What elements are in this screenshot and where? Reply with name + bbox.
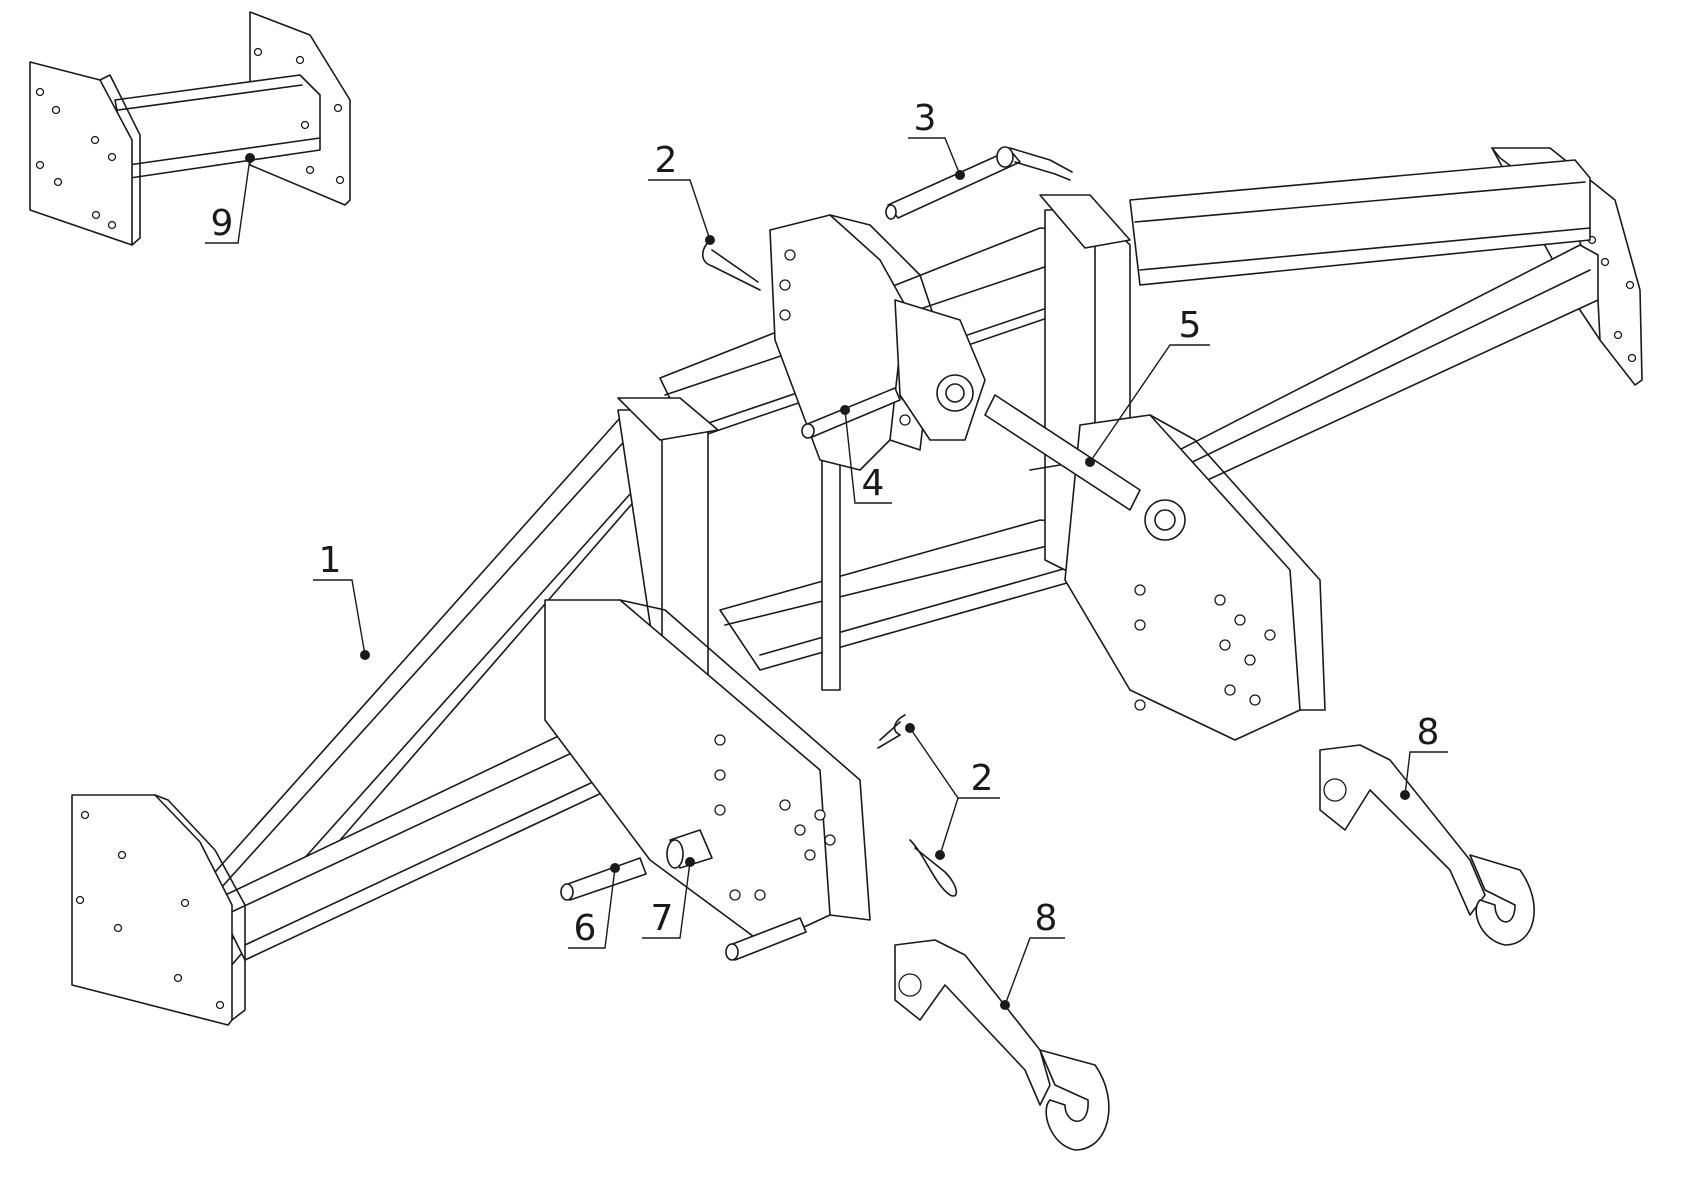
part-3-top-link-pin [886,147,1072,219]
callout-label: 8 [1035,898,1058,939]
callout-label: 2 [971,758,994,799]
part-9-crossbeam [30,12,350,245]
part-6-lower-pin [561,858,646,900]
callout-label: 6 [574,908,597,949]
callout-1: 1 [313,540,370,660]
callout-2-top: 2 [648,140,715,245]
callout-label: 7 [651,898,674,939]
part-8-hook-lower [895,940,1109,1150]
part-2-linch-pin-center [878,715,905,748]
callout-label: 2 [655,140,678,181]
callout-label: 9 [211,203,234,244]
callout-label: 1 [319,540,342,581]
callout-label: 8 [1417,712,1440,753]
callout-label: 5 [1179,305,1202,346]
part-1-main-frame [72,148,1642,1025]
callout-3: 3 [908,98,965,180]
callout-label: 4 [862,463,885,504]
part-8-hook-right [1320,745,1534,945]
callout-8-lower: 8 [1000,898,1065,1010]
callout-2-center: 2 [905,723,1000,860]
callout-label: 3 [914,98,937,139]
part-2-linch-pin-lower [910,840,956,896]
part-2-linch-pin-top [703,240,760,290]
